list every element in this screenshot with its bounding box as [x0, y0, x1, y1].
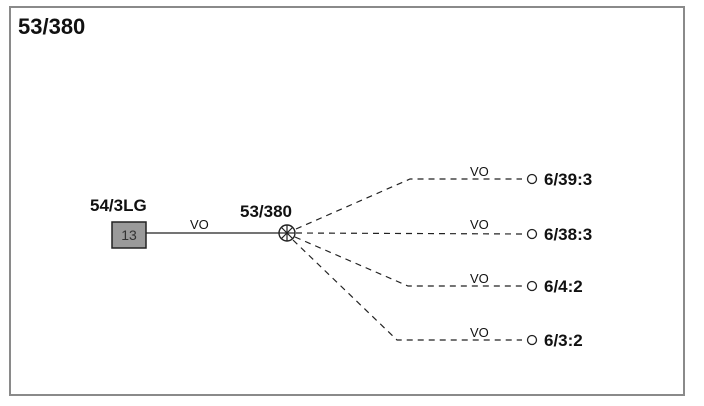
branch-line-4	[292, 239, 522, 341]
endpoint-icon[interactable]	[526, 173, 538, 185]
endpoint-icon[interactable]	[526, 334, 538, 346]
main-link-label: VO	[190, 217, 209, 232]
diagram-title: 53/380	[18, 14, 86, 39]
branch-label-3: VO	[470, 271, 489, 286]
branch-line-3	[294, 236, 522, 287]
source-box-text: 13	[121, 227, 137, 243]
endpoint-icon[interactable]	[526, 280, 538, 292]
source-box[interactable]	[111, 221, 147, 249]
branch-target-4: 6/3:2	[544, 331, 583, 350]
diagram-frame	[9, 6, 685, 396]
branch-label-1: VO	[470, 164, 489, 179]
branch-target-1: 6/39:3	[544, 170, 592, 189]
hub-label: 53/380	[240, 202, 292, 221]
branch-label-4: VO	[470, 325, 489, 340]
branch-line-1	[295, 178, 522, 230]
source-label: 54/3LG	[90, 196, 147, 215]
branch-target-3: 6/4:2	[544, 277, 583, 296]
hub-icon[interactable]	[278, 224, 296, 242]
branch-target-2: 6/38:3	[544, 225, 592, 244]
branch-line-2	[295, 232, 523, 235]
endpoint-icon[interactable]	[526, 228, 538, 240]
branch-label-2: VO	[470, 217, 489, 232]
